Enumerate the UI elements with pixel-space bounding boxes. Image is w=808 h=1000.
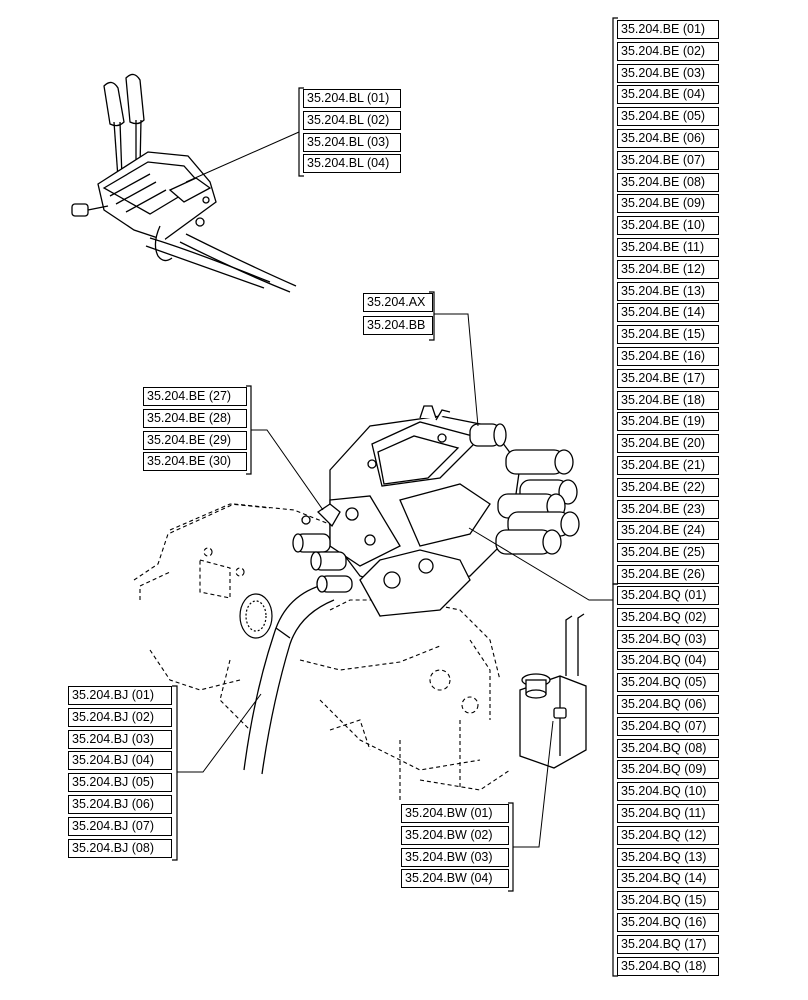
part-ref-label[interactable]: 35.204.BE (23) [617, 499, 719, 519]
part-ref-label[interactable]: 35.204.BE (07) [617, 150, 719, 170]
part-ref-label[interactable]: 35.204.BE (21) [617, 456, 719, 475]
part-ref-label[interactable]: 35.204.BQ (11) [617, 804, 719, 823]
part-ref-label[interactable]: 35.204.BQ (15) [617, 891, 719, 911]
part-ref-label[interactable]: 35.204.BE (02) [617, 41, 719, 61]
part-ref-label[interactable]: 35.204.BL (04) [303, 154, 401, 174]
part-ref-label[interactable]: 35.204.BE (24) [617, 521, 719, 541]
quick-couplers [495, 449, 580, 555]
leader-lines [177, 131, 613, 848]
part-ref-label[interactable]: 35.204.BE (29) [143, 430, 247, 450]
part-ref-label[interactable]: 35.204.BE (06) [617, 129, 719, 148]
part-ref-label[interactable]: 35.204.BE (12) [617, 259, 719, 279]
part-ref-label[interactable]: 35.204.BQ (06) [617, 695, 719, 714]
part-ref-label[interactable]: 35.204.BQ (12) [617, 825, 719, 845]
part-ref-label[interactable]: 35.204.BE (03) [617, 63, 719, 83]
part-ref-label[interactable]: 35.204.BE (22) [617, 477, 719, 497]
part-ref-label[interactable]: 35.204.BL (02) [303, 110, 401, 130]
part-ref-label[interactable]: 35.204.BW (04) [401, 869, 509, 889]
fluid-reservoir [519, 613, 587, 769]
part-ref-label[interactable]: 35.204.BQ (01) [617, 586, 719, 605]
part-ref-label[interactable]: 35.204.BE (26) [617, 565, 719, 584]
part-ref-label[interactable]: 35.204.BE (17) [617, 368, 719, 388]
part-ref-label[interactable]: 35.204.BE (20) [617, 434, 719, 454]
part-ref-label[interactable]: 35.204.BQ (10) [617, 782, 719, 802]
part-ref-label[interactable]: 35.204.BJ (08) [68, 838, 172, 858]
part-ref-label[interactable]: 35.204.BJ (01) [68, 686, 172, 705]
part-ref-label[interactable]: 35.204.BE (13) [617, 281, 719, 301]
part-ref-label[interactable]: 35.204.BQ (13) [617, 847, 719, 867]
part-ref-label[interactable]: 35.204.BJ (04) [68, 751, 172, 771]
part-ref-label[interactable]: 35.204.BE (25) [617, 543, 719, 563]
part-ref-label[interactable]: 35.204.BQ (03) [617, 629, 719, 649]
part-ref-label[interactable]: 35.204.BE (10) [617, 216, 719, 236]
part-ref-label[interactable]: 35.204.BQ (14) [617, 869, 719, 889]
hydraulic-hose [243, 583, 335, 775]
part-ref-label[interactable]: 35.204.BJ (05) [68, 773, 172, 793]
part-ref-label[interactable]: 35.204.BQ (07) [617, 716, 719, 736]
rear-drum [239, 593, 273, 639]
part-ref-label[interactable]: 35.204.BQ (02) [617, 607, 719, 627]
part-ref-label[interactable]: 35.204.BJ (06) [68, 795, 172, 814]
part-ref-label[interactable]: 35.204.BJ (07) [68, 816, 172, 836]
part-ref-label[interactable]: 35.204.BE (16) [617, 347, 719, 366]
part-ref-label[interactable]: 35.204.BE (01) [617, 20, 719, 39]
part-ref-label[interactable]: 35.204.BE (18) [617, 390, 719, 410]
part-ref-label[interactable]: 35.204.BE (08) [617, 172, 719, 192]
part-ref-label[interactable]: 35.204.BE (05) [617, 107, 719, 127]
part-ref-label[interactable]: 35.204.BE (30) [143, 452, 247, 472]
part-ref-label[interactable]: 35.204.BQ (18) [617, 956, 719, 976]
part-ref-label[interactable]: 35.204.BE (19) [617, 412, 719, 432]
part-ref-label[interactable]: 35.204.BQ (04) [617, 651, 719, 671]
valve-block [329, 405, 521, 617]
left-couplers [292, 503, 353, 593]
part-ref-label[interactable]: 35.204.BE (09) [617, 194, 719, 214]
part-ref-label[interactable]: 35.204.BW (02) [401, 825, 509, 845]
part-ref-label[interactable]: 35.204.BW (03) [401, 847, 509, 867]
part-ref-label[interactable]: 35.204.BE (04) [617, 85, 719, 105]
part-ref-label[interactable]: 35.204.BQ (16) [617, 913, 719, 932]
part-ref-label[interactable]: 35.204.BJ (03) [68, 729, 172, 749]
part-ref-label[interactable]: 35.204.BW (01) [401, 804, 509, 823]
part-ref-label[interactable]: 35.204.BE (14) [617, 303, 719, 323]
part-ref-label[interactable]: 35.204.BQ (08) [617, 738, 719, 758]
part-ref-label[interactable]: 35.204.BL (03) [303, 132, 401, 152]
part-ref-label[interactable]: 35.204.BE (27) [143, 387, 247, 406]
part-ref-label[interactable]: 35.204.BE (11) [617, 238, 719, 257]
part-ref-label[interactable]: 35.204.BQ (05) [617, 673, 719, 693]
part-ref-label[interactable]: 35.204.BB [363, 316, 433, 335]
part-ref-label[interactable]: 35.204.BL (01) [303, 89, 401, 108]
part-ref-label[interactable]: 35.204.BQ (09) [617, 760, 719, 780]
part-ref-label[interactable]: 35.204.BJ (02) [68, 707, 172, 727]
part-ref-label[interactable]: 35.204.AX [363, 293, 433, 312]
part-ref-label[interactable]: 35.204.BE (28) [143, 408, 247, 428]
part-ref-label[interactable]: 35.204.BE (15) [617, 325, 719, 345]
part-ref-label[interactable]: 35.204.BQ (17) [617, 934, 719, 954]
control-lever-assembly [71, 73, 297, 293]
